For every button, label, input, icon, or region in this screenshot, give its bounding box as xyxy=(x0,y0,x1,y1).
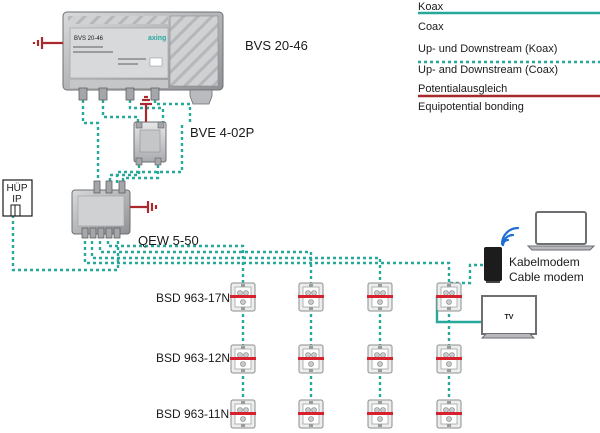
amplifier-label: BVS 20-46 xyxy=(245,38,308,53)
socket-grid xyxy=(229,282,463,429)
modem-label-de: Kabelmodem xyxy=(509,255,580,269)
huep-label: HÜP xyxy=(6,182,27,194)
socket xyxy=(435,399,463,429)
ground-symbol xyxy=(32,37,63,49)
socket xyxy=(366,399,394,429)
amplifier-device: BVS 20-46 axing xyxy=(62,11,224,105)
splitter-device xyxy=(133,121,167,166)
socket xyxy=(229,399,257,429)
amplifier-plate-label: BVS 20-46 xyxy=(74,36,104,42)
brand-logo: axing xyxy=(148,35,166,42)
tv-label: TV xyxy=(505,314,514,321)
socket xyxy=(229,344,257,374)
legend-coax-en: Coax xyxy=(418,21,444,33)
socket-row3-label: BSD 963-11N xyxy=(156,407,229,421)
multiswitch-device xyxy=(71,180,131,239)
updown-cables xyxy=(11,60,600,400)
socket-row2-label: BSD 963-12N xyxy=(156,351,230,365)
modem-icon xyxy=(484,247,502,283)
laptop-icon xyxy=(526,211,596,251)
socket xyxy=(435,344,463,374)
wifi-icon xyxy=(500,226,520,247)
ground-symbol xyxy=(130,201,158,213)
legend-potential-de: Potentialausgleich xyxy=(418,83,507,95)
socket xyxy=(366,344,394,374)
socket xyxy=(297,344,325,374)
multiswitch-label: QEW 5-50 xyxy=(138,233,199,248)
socket xyxy=(229,282,257,312)
modem-label-en: Cable modem xyxy=(509,270,584,284)
huep-box: HÜP IP xyxy=(2,179,33,217)
tv-icon: TV xyxy=(480,295,537,339)
legend-potential-en: Equipotential bonding xyxy=(418,101,524,113)
socket-row1-label: BSD 963-17N xyxy=(156,291,230,305)
splitter-label: BVE 4-02P xyxy=(190,125,254,140)
legend: Koax Coax Up- und Downstream (Koax) Up- … xyxy=(418,1,558,113)
socket xyxy=(435,282,463,312)
legend-coax-de: Koax xyxy=(418,1,444,13)
socket xyxy=(297,399,325,429)
socket xyxy=(297,282,325,312)
legend-updown-de: Up- und Downstream (Koax) xyxy=(418,43,557,55)
ground-symbol xyxy=(140,95,152,122)
huep-ip-label: IP xyxy=(12,194,22,205)
legend-updown-en: Up- and Downstream (Coax) xyxy=(418,64,558,76)
socket xyxy=(366,282,394,312)
